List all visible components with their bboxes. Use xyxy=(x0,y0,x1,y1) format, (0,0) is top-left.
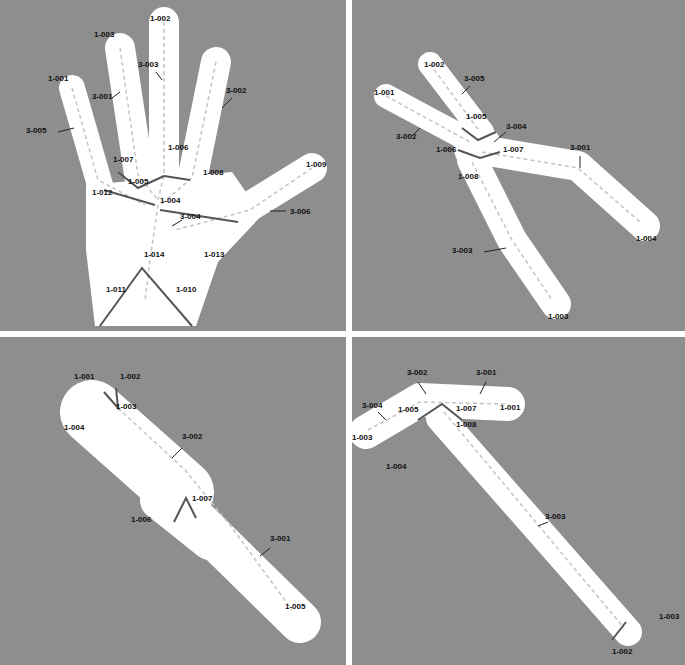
callout-number: 1-012 xyxy=(92,188,112,197)
callout-number: 3-004 xyxy=(506,122,526,131)
callout-number: 1-007 xyxy=(456,404,476,413)
callout-number: 3-004 xyxy=(362,401,382,410)
skeleton-lines xyxy=(118,408,292,610)
callout-number: 1-005 xyxy=(398,405,418,414)
callout-number: 3-001 xyxy=(270,534,290,543)
callout-number: 1-004 xyxy=(64,423,84,432)
callout-number: 1-004 xyxy=(386,462,406,471)
callout-number: 1-008 xyxy=(203,168,223,177)
callout-number: 1-003 xyxy=(116,402,136,411)
boundary-lines xyxy=(418,404,626,640)
callout-number: 3-002 xyxy=(407,368,427,377)
callout-number: 3-005 xyxy=(26,126,46,135)
callout-number: 1-002 xyxy=(612,647,632,656)
pliers-silhouette xyxy=(386,64,645,304)
callout-number: 1-006 xyxy=(131,515,151,524)
callout-number: 1-004 xyxy=(636,234,656,243)
panel xyxy=(0,0,346,331)
callout-number: 3-002 xyxy=(182,432,202,441)
callout-number: 3-006 xyxy=(290,207,310,216)
callout-number: 1-003 xyxy=(352,433,372,442)
callout-number: 1-005 xyxy=(285,602,305,611)
callout-number: 3-002 xyxy=(396,132,416,141)
callout-number: 1-001 xyxy=(500,403,520,412)
callout-number: 1-006 xyxy=(168,143,188,152)
palm xyxy=(86,172,262,326)
callout-number: 3-001 xyxy=(570,143,590,152)
callout-number: 1-003 xyxy=(548,312,568,321)
callout-number: 1-005 xyxy=(128,177,148,186)
leader-lines xyxy=(412,86,580,252)
boundary-lines xyxy=(104,388,196,522)
callout-number: 3-003 xyxy=(138,60,158,69)
callout-number: 1-010 xyxy=(176,285,196,294)
callout-number: 1-007 xyxy=(192,494,212,503)
callout-number: 1-004 xyxy=(160,196,180,205)
callout-number: 1-002 xyxy=(120,372,140,381)
callout-number: 1-014 xyxy=(144,250,164,259)
callout-number: 1-003 xyxy=(659,612,679,621)
callout-number: 1-002 xyxy=(424,60,444,69)
callout-number: 3-001 xyxy=(476,368,496,377)
boundary-lines xyxy=(100,172,238,326)
skeleton-lines xyxy=(72,22,312,300)
skeleton-lines xyxy=(368,402,624,628)
callout-number: 1-007 xyxy=(503,145,523,154)
knife-silhouette xyxy=(92,412,300,622)
leader-lines xyxy=(58,72,286,226)
callout-number: 3-003 xyxy=(545,512,565,521)
callout-number: 3-003 xyxy=(452,246,472,255)
callout-number: 3-004 xyxy=(180,212,200,221)
hammer-silhouette xyxy=(366,400,628,632)
callout-number: 1-003 xyxy=(94,30,114,39)
panel xyxy=(352,0,685,331)
callout-number: 1-011 xyxy=(106,285,126,294)
callout-number: 1-007 xyxy=(113,155,133,164)
callout-number: 3-001 xyxy=(92,92,112,101)
callout-number: 1-002 xyxy=(150,14,170,23)
callout-number: 1-005 xyxy=(466,112,486,121)
skeleton-lines xyxy=(386,64,640,300)
panel xyxy=(0,337,346,665)
callout-number: 1-006 xyxy=(436,145,456,154)
panel xyxy=(352,337,685,665)
callout-number: 1-001 xyxy=(374,88,394,97)
callout-number: 1-008 xyxy=(456,420,476,429)
callout-number: 1-009 xyxy=(306,160,326,169)
callout-number: 3-005 xyxy=(464,74,484,83)
callout-number: 1-001 xyxy=(48,74,68,83)
callout-number: 1-001 xyxy=(74,372,94,381)
callout-number: 3-002 xyxy=(226,86,246,95)
boundary-lines xyxy=(458,128,500,158)
callout-number: 1-013 xyxy=(204,250,224,259)
leader-lines xyxy=(378,382,548,526)
leader-lines xyxy=(172,448,270,556)
callout-number: 1-008 xyxy=(458,172,478,181)
